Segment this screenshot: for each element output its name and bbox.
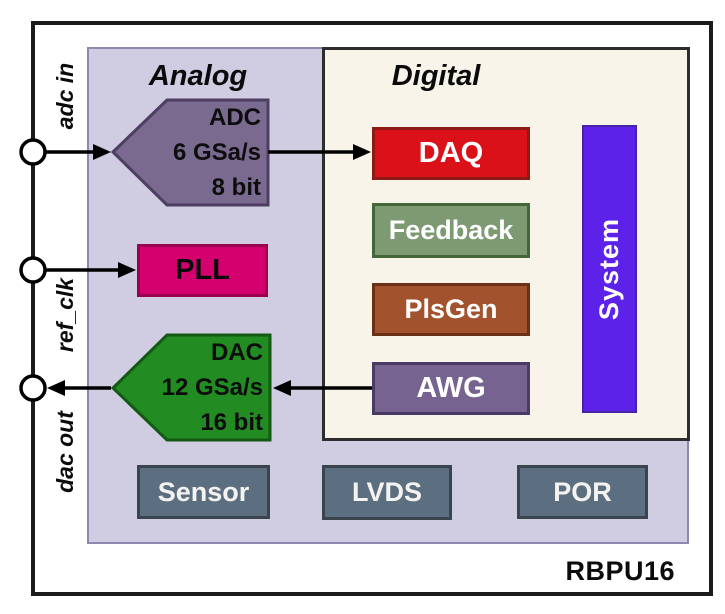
pll-block-label: PLL (175, 254, 230, 286)
sensor-block: Sensor (137, 465, 270, 519)
por-block: POR (517, 465, 648, 519)
dac-block-label: DAC 12 GSa/s 16 bit (113, 335, 263, 440)
daq-block: DAQ (372, 127, 530, 180)
pll-block: PLL (137, 244, 268, 297)
daq-block-label: DAQ (418, 137, 484, 169)
dac-block (111, 333, 272, 442)
chip-name-label: RBPU16 (565, 556, 675, 586)
plsgen-block-label: PlsGen (404, 294, 498, 324)
sensor-block-label: Sensor (157, 476, 250, 507)
lvds-block-label: LVDS (351, 477, 422, 507)
adc-line-2: 6 GSa/s (172, 139, 261, 166)
awg-block-label: AWG (416, 372, 486, 404)
adc-line-1: ADC (209, 104, 261, 131)
dac-line-1: DAC (211, 339, 263, 366)
adc-line-3: 8 bit (211, 174, 261, 201)
lvds-block: LVDS (322, 465, 452, 520)
awg-block: AWG (372, 362, 530, 415)
dac-out-port-label: dac out (52, 411, 78, 493)
analog-region-title: Analog (148, 60, 248, 92)
dac-line-3: 16 bit (200, 409, 263, 436)
adc-block-label: ADC 6 GSa/s 8 bit (113, 100, 261, 205)
system-block-label: System (594, 217, 624, 321)
dac-block-shape (111, 333, 272, 442)
adc-in-port-label: adc in (52, 62, 78, 130)
feedback-block: Feedback (372, 203, 530, 258)
feedback-block-label: Feedback (388, 215, 514, 245)
plsgen-block: PlsGen (372, 283, 530, 336)
digital-region-title: Digital (391, 60, 481, 92)
por-block-label: POR (553, 476, 612, 507)
ref-clk-port-label: ref_clk (52, 277, 78, 353)
dac-line-2: 12 GSa/s (161, 374, 263, 401)
system-block: System (582, 125, 637, 413)
